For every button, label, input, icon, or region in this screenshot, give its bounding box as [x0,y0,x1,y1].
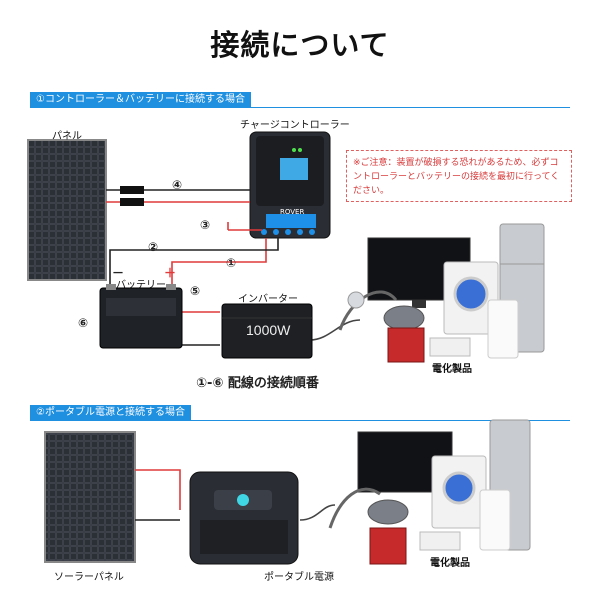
inverter-label: インバーター [238,294,298,305]
section2-header: ②ポータブル電源と接続する場合 [30,405,570,421]
section2-label: ②ポータブル電源と接続する場合 [30,405,191,421]
section1-label: ①コントローラー＆バッテリーに接続する場合 [30,92,251,108]
appliances-label-2: 電化製品 [430,558,470,569]
step-4-marker: ④ [172,178,183,192]
charge-controller [249,131,331,239]
wiring-order-caption: ①-⑥ 配線の接続順番 [196,376,319,391]
solar-panel-2 [44,431,136,563]
step-5-marker: ⑤ [190,284,201,298]
step-1-marker: ① [226,256,237,270]
portable-power-wires [135,469,336,521]
battery-label: バッテリー [116,280,166,291]
controller-display-text: ROVER [280,208,305,216]
appliances-label: 電化製品 [432,364,472,375]
section2-divider [30,420,570,421]
step-6-marker: ⑥ [78,316,89,330]
step-2-marker: ② [148,240,159,254]
inverter [221,303,313,359]
section1-header: ①コントローラー＆バッテリーに接続する場合 [30,92,570,108]
step-3-marker: ③ [200,218,211,232]
controller-label: チャージコントローラー [240,120,350,131]
battery-plus-sign: ＋ [164,266,177,280]
portable-station-label: ポータブル電源 [264,572,334,583]
warning-note: ※ご注意：装置が破損する恐れがあるため、必ずコントローラーとバッテリーの接続を最… [346,150,572,202]
inverter-wattage: 1000W [246,322,291,338]
battery [99,284,183,349]
page-title: 接続について [210,28,390,62]
panel-label: パネル [52,131,82,142]
appliances-group-2 [328,419,531,565]
battery-minus-sign: － [112,266,125,280]
solar-panel-2-label: ソーラーパネル [54,572,124,583]
portable-power-station [189,471,299,565]
section1-divider [30,107,570,108]
appliances-group [338,223,545,363]
solar-panel [27,139,107,281]
